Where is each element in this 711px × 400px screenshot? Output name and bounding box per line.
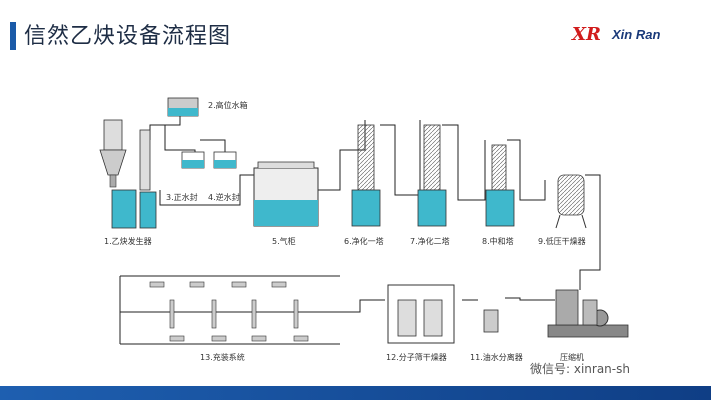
filling-system: [149, 281, 309, 342]
acetylene-generator: [99, 119, 157, 229]
label-molecular-sieve-dryer: 12.分子筛干燥器: [386, 352, 447, 362]
label-purification-tower-1: 6.净化一塔: [344, 236, 384, 246]
purification-tower-2: [417, 124, 447, 227]
oil-water-separator: [483, 309, 499, 333]
label-neutralization-tower: 8.中和塔: [482, 236, 514, 246]
label-low-pressure-dryer: 9.低压干燥器: [538, 236, 586, 246]
label-oil-water-separator: 11.油水分离器: [470, 352, 523, 362]
title-accent-bar: [10, 22, 16, 50]
footer-bar: [0, 386, 711, 400]
gas-holder: [253, 161, 319, 227]
wechat-watermark: 微信号: xinran-sh: [530, 362, 630, 376]
label-compressor: 压缩机: [560, 352, 584, 362]
label-reverse-water-seal: 4.逆水封: [208, 192, 240, 202]
compressor: [547, 289, 629, 338]
label-acetylene-generator: 1.乙炔发生器: [104, 236, 152, 246]
water-seals: [181, 151, 237, 169]
label-purification-tower-2: 7.净化二塔: [410, 236, 450, 246]
brand-logo: XR Xin Ran: [572, 24, 702, 46]
label-positive-water-seal: 3.正水封: [166, 192, 198, 202]
molecular-sieve-dryer: [387, 284, 455, 344]
label-high-water-tank: 2.高位水箱: [208, 100, 248, 110]
label-filling-system: 13.充装系统: [200, 352, 245, 362]
logo-mark: XR: [572, 24, 601, 45]
logo-text: Xin Ran: [612, 27, 661, 42]
label-gas-holder: 5.气柜: [272, 236, 296, 246]
purification-tower-1: [351, 124, 381, 227]
neutralization-tower: [485, 144, 515, 227]
high-water-tank: [167, 97, 199, 117]
page-title: 信然乙炔设备流程图: [24, 24, 232, 49]
pipe-network: [119, 115, 601, 345]
low-pressure-dryer: [555, 174, 587, 229]
